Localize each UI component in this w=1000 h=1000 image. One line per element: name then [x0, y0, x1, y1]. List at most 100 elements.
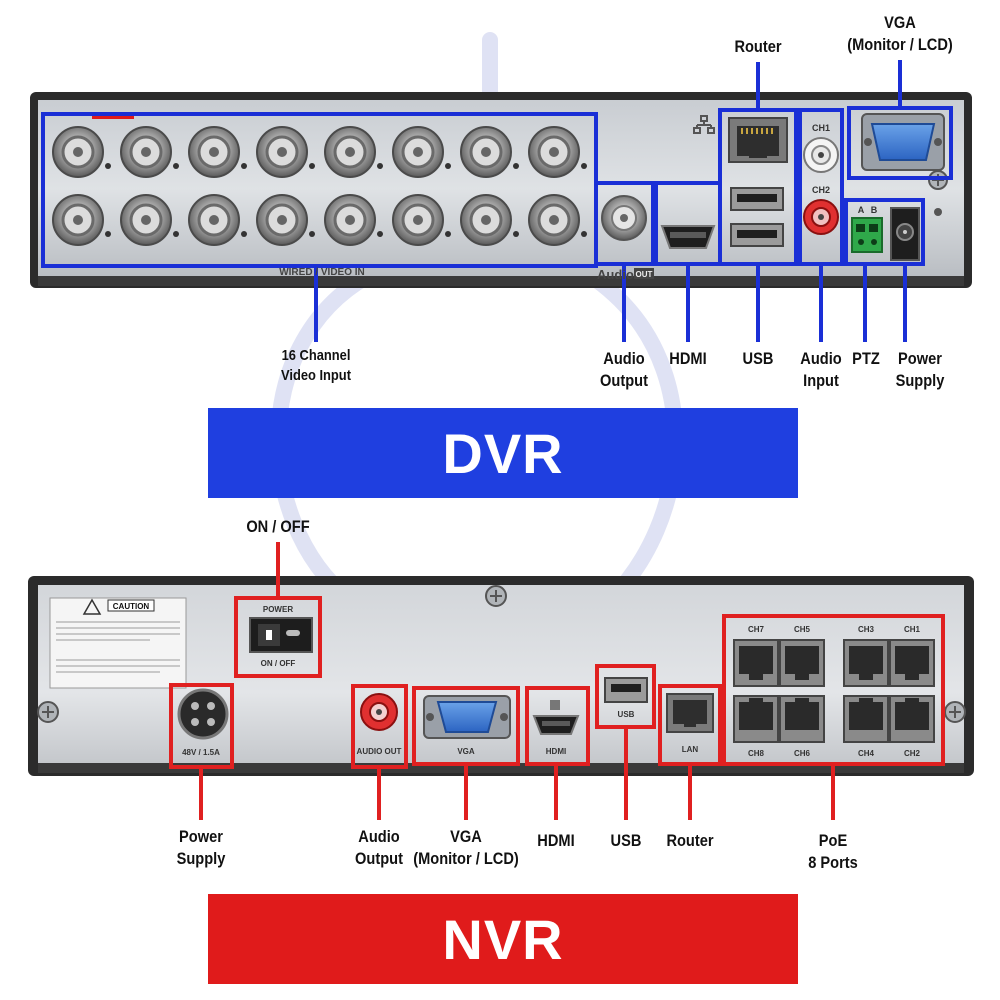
dvr-bnc-connectors: [52, 126, 587, 246]
nvr-label-vga-line1: VGA: [450, 827, 482, 846]
poe-rj45-port: [733, 639, 779, 687]
dvr-label-audio-output: Audio Output: [590, 348, 659, 392]
nvr-lan-port: [666, 693, 714, 733]
dvr-label-ptz: PTZ: [852, 349, 880, 368]
audio-tag-print: OUT: [636, 270, 653, 279]
screw-icon: [37, 701, 59, 723]
bnc-connector: [460, 126, 519, 178]
poe-rj45-port: [889, 695, 935, 743]
poe-ch1-print: CH1: [904, 625, 921, 634]
nvr-label-audio-output-line1: Audio: [358, 827, 400, 846]
poe-ch5-print: CH5: [794, 625, 811, 634]
dvr-lan-port: [728, 117, 788, 163]
bnc-connector: [324, 194, 383, 246]
dvr-label-audio-input-line2: Input: [803, 371, 839, 390]
rca-audio-ports: [803, 137, 839, 235]
dvr-vga-port: [861, 113, 945, 171]
nvr-label-poe-line1: PoE: [818, 831, 848, 850]
dvr-label-power-line2: Supply: [895, 371, 945, 390]
bnc-connector: [120, 194, 179, 246]
dvr-label-audio-output-line2: Output: [600, 371, 648, 390]
bnc-audio-out-port: [601, 195, 647, 241]
bnc-connector: [392, 194, 451, 246]
vga-print: VGA: [457, 747, 475, 756]
poe-ch4-print: CH4: [858, 749, 875, 758]
nvr-label-vga-line2: (Monitor / LCD): [413, 849, 519, 868]
ptz-a-print: A: [858, 205, 865, 215]
poe-ports: [733, 639, 935, 743]
dvr-label-router: Router: [734, 37, 782, 56]
dvr-label-power-supply: Power Supply: [886, 348, 955, 392]
screw-icon: [485, 585, 507, 607]
nvr-hdmi-port: [532, 700, 580, 735]
nvr-vga-port: [423, 695, 511, 739]
dvr-label-vga-line2: (Monitor / LCD): [847, 35, 953, 54]
hdmi-print: HDMI: [546, 747, 566, 756]
dvr-label-audio-input-line1: Audio: [800, 349, 842, 368]
bnc-connector: [120, 126, 179, 178]
nvr-label-audio-output-line2: Output: [355, 849, 403, 868]
dvr-leader-lines: [314, 60, 907, 342]
dc-power-jack: [890, 207, 920, 261]
nvr-usb-port: [604, 677, 648, 703]
ptz-terminal: [851, 217, 883, 253]
poe-rj45-port: [779, 695, 825, 743]
nvr-printed-text: CAUTION POWER ON / OFF 48V / 1.5A AUDIO …: [107, 599, 921, 758]
poe-rj45-port: [889, 639, 935, 687]
dvr-label-video-input-line2: Video Input: [280, 367, 351, 384]
dvr-label-power-line1: Power: [898, 349, 942, 368]
lan-print: LAN: [682, 745, 699, 754]
nvr-label-vga: VGA (Monitor / LCD): [406, 826, 526, 870]
power-rating-print: 48V / 1.5A: [182, 748, 220, 757]
din-power-jack: [177, 688, 229, 740]
bnc-connector: [392, 126, 451, 178]
dvr-label-audio-input: Audio Input: [791, 348, 851, 392]
dvr-printed-text: WIRED / VIDEO IN Audio OUT CH1 CH2 A B: [279, 123, 878, 282]
nvr-label-poe: PoE 8 Ports: [794, 830, 871, 874]
poe-ch8-print: CH8: [748, 749, 765, 758]
dvr-label-usb: USB: [742, 349, 774, 368]
poe-rj45-port: [779, 639, 825, 687]
poe-rj45-port: [843, 695, 889, 743]
bnc-connector: [256, 126, 315, 178]
caution-print: CAUTION: [113, 602, 150, 611]
poe-rj45-port: [843, 639, 889, 687]
bnc-connector: [188, 126, 247, 178]
poe-ch3-print: CH3: [858, 625, 875, 634]
bnc-connector: [52, 194, 111, 246]
dvr-label-vga: VGA (Monitor / LCD): [840, 12, 960, 56]
dvr-label-video-input-line1: 16 Channel: [281, 347, 351, 364]
dvr-usb-ports: [730, 187, 784, 247]
bnc-connector: [528, 126, 587, 178]
bnc-connector: [188, 194, 247, 246]
caution-sticker: [49, 597, 187, 689]
dvr-label-vga-line1: VGA: [884, 13, 916, 32]
bnc-connector: [460, 194, 519, 246]
bnc-connector: [256, 194, 315, 246]
dvr-label-video-input: 16 Channel Video Input: [264, 346, 367, 386]
nvr-label-hdmi: HDMI: [537, 831, 575, 850]
nvr-label-router: Router: [666, 831, 714, 850]
nvr-label-usb: USB: [610, 831, 642, 850]
on-off-print: ON / OFF: [261, 659, 296, 668]
bnc-connector: [528, 194, 587, 246]
nvr-label-audio-output: Audio Output: [345, 826, 414, 870]
poe-ch6-print: CH6: [794, 749, 811, 758]
nvr-label-power-line1: Power: [179, 827, 223, 846]
power-print: POWER: [263, 605, 293, 614]
ch2-print: CH2: [812, 185, 830, 195]
network-icon: [693, 115, 715, 134]
dvr-device: [30, 92, 972, 288]
nvr-label-poe-line2: 8 Ports: [808, 853, 858, 872]
audio-out-print: AUDIO OUT: [357, 747, 402, 756]
poe-ch2-print: CH2: [904, 749, 921, 758]
wired-video-in-print: WIRED / VIDEO IN: [279, 267, 365, 278]
ptz-b-print: B: [871, 205, 878, 215]
audio-print: Audio: [597, 267, 634, 282]
bnc-connector: [324, 126, 383, 178]
nvr-device: [28, 576, 974, 776]
dvr-banner: DVR: [208, 408, 798, 498]
nvr-label-power-supply: Power Supply: [167, 826, 236, 870]
power-rocker-switch: [249, 617, 313, 653]
ch1-print: CH1: [812, 123, 830, 133]
